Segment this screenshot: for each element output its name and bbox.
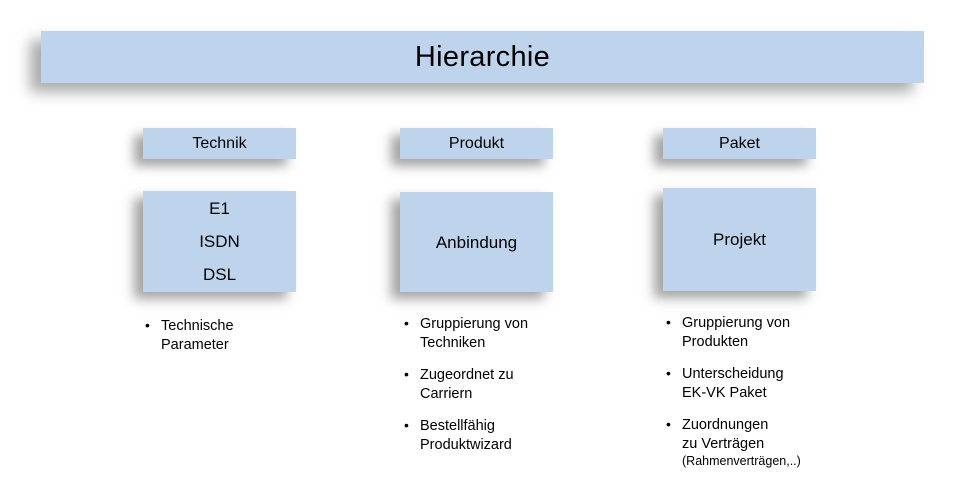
entity-label-anbindung: Anbindung <box>435 232 518 252</box>
bullet-marker-icon: • <box>145 317 150 333</box>
list-item-subtext: (Rahmenverträgen,..) <box>682 454 801 469</box>
list-item-text-group: Zuordnungen zu Verträgen (Rahmenverträge… <box>682 416 801 469</box>
list-item: • Zuordnungen zu Verträgen (Rahmenverträ… <box>666 416 866 469</box>
list-item: • Zugeordnet zu Carriern <box>404 366 589 403</box>
bullet-marker-icon: • <box>666 416 671 433</box>
entity-box-projekt: Projekt <box>663 188 816 291</box>
column-header-box-paket: Paket <box>663 128 816 159</box>
bullet-marker-icon: • <box>404 315 409 331</box>
list-item-text: Unterscheidung EK-VK Paket <box>682 366 784 401</box>
list-item: • Gruppierung von Produkten <box>666 314 866 351</box>
bullet-marker-icon: • <box>666 365 671 382</box>
list-item-text: Gruppierung von Techniken <box>420 316 529 351</box>
list-item: • Bestellfähig Produktwizard <box>404 417 589 454</box>
entity-line-isdn: ISDN <box>199 232 240 251</box>
entity-line-dsl: DSL <box>202 265 237 284</box>
list-item: • Unterscheidung EK-VK Paket <box>666 365 866 402</box>
bullet-list-technik: • Technische Parameter <box>145 317 330 354</box>
list-item-text: Zuordnungen zu Verträgen <box>682 417 769 452</box>
bullet-marker-icon: • <box>404 366 409 383</box>
column-header-label-paket: Paket <box>719 134 760 152</box>
list-item: • Gruppierung von Techniken <box>404 315 589 352</box>
column-header-label-produkt: Produkt <box>448 134 505 152</box>
entity-line-e1: E1 <box>209 199 230 218</box>
entity-box-technik: E1 ISDN DSL <box>143 191 296 292</box>
list-item-text: Zugeordnet zu Carriern <box>420 367 514 402</box>
entity-box-anbindung: Anbindung <box>400 192 553 292</box>
column-header-box-technik: Technik <box>143 128 296 159</box>
bullet-marker-icon: • <box>404 417 409 434</box>
bullet-list-produkt: • Gruppierung von Techniken • Zugeordnet… <box>404 315 589 454</box>
list-item-text: Bestellfähig Produktwizard <box>420 418 512 453</box>
column-header-label-technik: Technik <box>192 134 247 152</box>
list-item: • Technische Parameter <box>145 317 330 354</box>
slide-title-banner: Hierarchie <box>41 31 924 83</box>
entity-label-projekt: Projekt <box>713 230 766 249</box>
list-item-text: Gruppierung von Produkten <box>682 315 791 350</box>
column-header-box-produkt: Produkt <box>400 128 553 159</box>
list-item-text: Technische Parameter <box>161 318 234 353</box>
page-title: Hierarchie <box>414 40 551 73</box>
bullet-list-paket: • Gruppierung von Produkten • Unterschei… <box>666 314 866 469</box>
bullet-marker-icon: • <box>666 314 671 330</box>
